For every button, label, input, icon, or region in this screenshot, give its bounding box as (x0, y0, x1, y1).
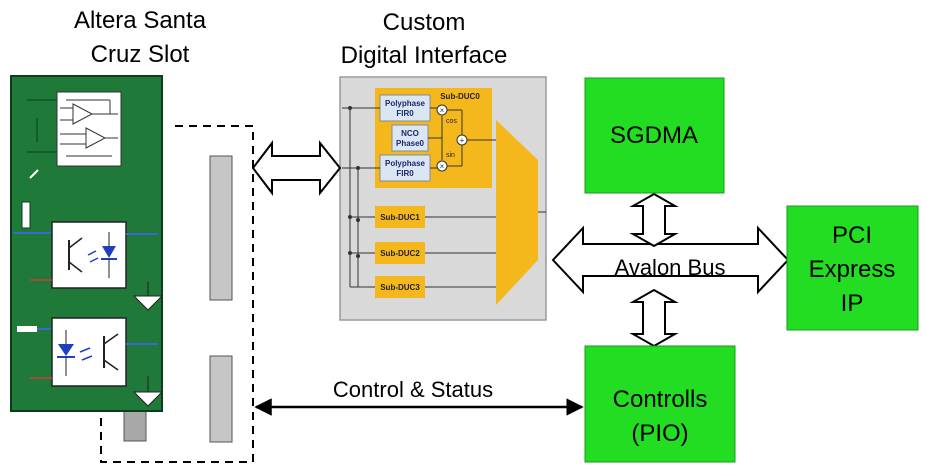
control-status-label: Control & Status (333, 377, 493, 402)
avalon-bus-label: Avalon Bus (615, 255, 726, 280)
fir-top-label-1: Polyphase (385, 99, 426, 108)
nco-label-2: Phase0 (396, 139, 425, 148)
fpga-block: Sub-DUC0 Polyphase FIR0 NCO Phase0 Polyp… (339, 76, 547, 321)
pci-express-block (786, 205, 919, 331)
svg-text:+: + (460, 136, 465, 145)
controls-label-line2: (PIO) (631, 420, 688, 447)
sub-duc2-box (375, 242, 425, 264)
fir-bottom-box (379, 154, 431, 182)
sub-duc0-title: Sub-DUC0 (440, 92, 480, 101)
fir-top-box (379, 94, 431, 122)
pci-label-line3: IP (841, 290, 864, 317)
slot-title-line1: Altera Santa (74, 7, 207, 34)
sub-duc1-label: Sub-DUC1 (380, 213, 420, 222)
pci-label-line1: PCI (832, 222, 872, 249)
optocoupler-1 (51, 221, 127, 289)
combiner-mux (496, 120, 538, 305)
opamp-schematic (56, 91, 122, 167)
fir-bottom-label-1: Polyphase (385, 159, 426, 168)
sgdma-label: SGDMA (610, 122, 698, 149)
fir-bottom-label-2: FIR0 (396, 169, 414, 178)
interface-link-arrow (251, 140, 342, 196)
interface-title-line2: Digital Interface (341, 42, 508, 69)
ground-symbol-2 (132, 391, 164, 407)
sgdma-block (584, 77, 725, 194)
controls-bus-arrow (629, 288, 679, 348)
cos-label: cos (446, 118, 457, 125)
sin-label: sin (446, 152, 455, 159)
sub-duc3-box (375, 276, 425, 298)
connector-bar-bottom (209, 355, 233, 443)
sub-duc1-box (375, 206, 425, 228)
svg-text:×: × (440, 106, 445, 115)
slot-board (10, 75, 164, 442)
ground-symbol-1 (132, 295, 164, 311)
interface-title-line1: Custom (383, 9, 466, 36)
sgdma-bus-arrow (629, 192, 679, 248)
pci-label-line2: Express (809, 256, 896, 283)
fir-top-label-2: FIR0 (396, 109, 414, 118)
nco-label-1: NCO (401, 129, 419, 138)
slot-title-line2: Cruz Slot (91, 41, 190, 68)
sub-duc3-label: Sub-DUC3 (380, 283, 420, 292)
dashed-connector-outline (100, 125, 254, 463)
connector-bar-top (209, 155, 233, 301)
controls-pio-block (584, 345, 736, 463)
optocoupler-2 (51, 317, 127, 387)
controls-label-line1: Controlls (613, 386, 708, 413)
sub-duc2-label: Sub-DUC2 (380, 249, 420, 258)
svg-text:×: × (440, 162, 445, 171)
board-resistor (21, 201, 31, 229)
